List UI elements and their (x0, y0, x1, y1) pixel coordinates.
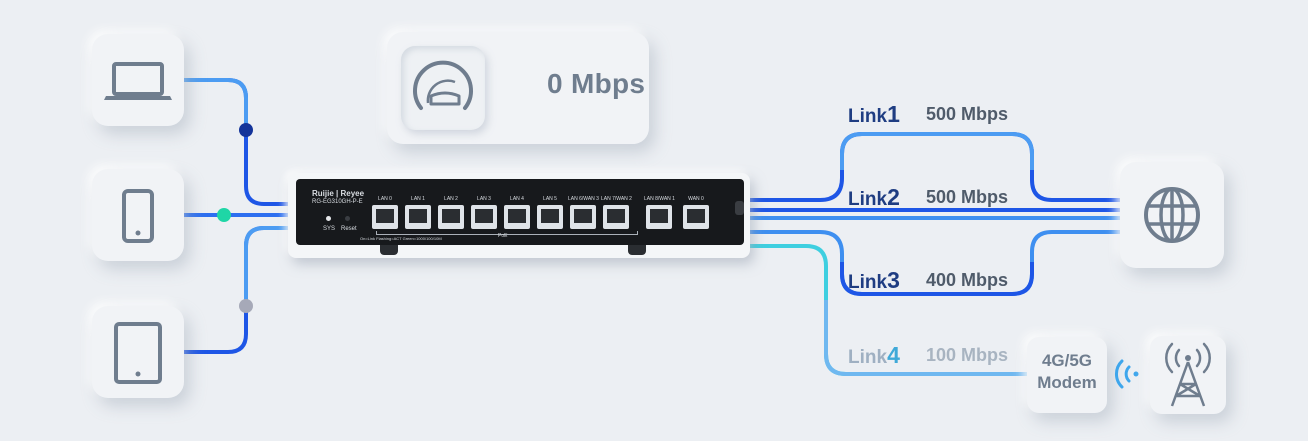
sys-label: SYS (323, 226, 336, 232)
poe-label: PoE (498, 233, 508, 239)
globe-icon (1144, 187, 1200, 243)
modem-card: 4G/5G Modem (1027, 337, 1107, 413)
cell-tower-icon (1165, 342, 1211, 407)
port-label: LAN 5 (543, 196, 557, 202)
link1-line-glow (840, 132, 1034, 170)
poe-bracket (376, 231, 638, 235)
port-label: LAN 0 (378, 196, 392, 202)
port-label: LAN 6/WAN 3 (568, 196, 599, 202)
modem-label: 4G/5G Modem (1027, 350, 1107, 394)
tablet-card (92, 306, 184, 398)
ethernet-port (471, 205, 497, 229)
laptop-card (92, 34, 184, 126)
ethernet-port (603, 205, 629, 229)
link4-label: Link4 (848, 342, 900, 369)
link3-number: 3 (887, 267, 900, 293)
ethernet-port (504, 205, 530, 229)
gateway-front-panel: Ruijie | Reyee RG-EG310GH-P-E SYS Reset … (296, 179, 744, 245)
laptop-link-line-glow (184, 78, 248, 130)
link1-prefix: Link (848, 106, 888, 127)
throughput-value: 0 Mbps (547, 68, 646, 99)
sys-led (326, 216, 331, 221)
link1-number: 1 (887, 101, 900, 127)
port-label: LAN 1 (411, 196, 425, 202)
link4-prefix: Link (848, 347, 888, 368)
link2-speed: 500 Mbps (926, 187, 1009, 207)
cell-tower-card (1150, 336, 1226, 414)
device-foot (628, 243, 646, 255)
tablet-link-line (184, 226, 292, 354)
phone-icon (122, 189, 154, 243)
port-label: LAN 8/WAN 1 (644, 196, 675, 202)
tablet-link-line-glow (244, 226, 292, 300)
speedometer-icon-box (401, 46, 485, 130)
power-connector (735, 201, 744, 215)
link4-line-fade (824, 300, 1027, 376)
phone-link-dot (217, 208, 231, 222)
link3-prefix: Link (848, 272, 888, 293)
speed-meter-card: 0 Mbps (387, 32, 649, 144)
phone-card (92, 169, 184, 261)
wireless-signal-icon (1115, 359, 1139, 389)
port-label: LAN 7/WAN 2 (601, 196, 632, 202)
ethernet-port (570, 205, 596, 229)
link3-label: Link3 (848, 267, 900, 294)
laptop-link-dot (239, 123, 253, 137)
tablet-link-dot (239, 299, 253, 313)
device-foot (380, 243, 398, 255)
brand-label: Ruijie | Reyee (312, 189, 365, 198)
link1-speed: 500 Mbps (926, 104, 1009, 124)
internet-card (1120, 162, 1224, 268)
modem-label-line1: 4G/5G (1041, 351, 1093, 370)
speedometer-icon (413, 60, 473, 110)
reset-button[interactable] (345, 216, 350, 221)
gateway-device: Ruijie | Reyee RG-EG310GH-P-E SYS Reset … (288, 173, 750, 258)
ethernet-port (372, 205, 398, 229)
port-label: LAN 3 (477, 196, 491, 202)
ethernet-port (438, 205, 464, 229)
modem-label-line2: Modem (1037, 373, 1097, 392)
link2-prefix: Link (848, 189, 888, 210)
link1-label: Link1 (848, 101, 900, 128)
port-label: WAN 0 (688, 196, 704, 202)
ethernet-port (405, 205, 431, 229)
port-label: LAN 2 (444, 196, 458, 202)
port-label: LAN 4 (510, 196, 524, 202)
ethernet-port (646, 205, 672, 229)
link3-speed: 400 Mbps (926, 270, 1009, 290)
laptop-link-line (184, 78, 292, 206)
link4-number: 4 (887, 342, 900, 368)
tablet-icon (114, 322, 162, 384)
link3-line-dark (840, 262, 1034, 296)
reset-label: Reset (341, 226, 357, 232)
link4-speed: 100 Mbps (926, 345, 1009, 365)
link2-number: 2 (887, 184, 900, 210)
ethernet-port (683, 205, 709, 229)
laptop-icon (104, 62, 172, 100)
ethernet-port (537, 205, 563, 229)
led-legend: On=Link Flashing=ACT Green=1000/100/10M (360, 236, 442, 241)
link2-label: Link2 (848, 184, 900, 211)
model-label: RG-EG310GH-P-E (312, 199, 363, 205)
